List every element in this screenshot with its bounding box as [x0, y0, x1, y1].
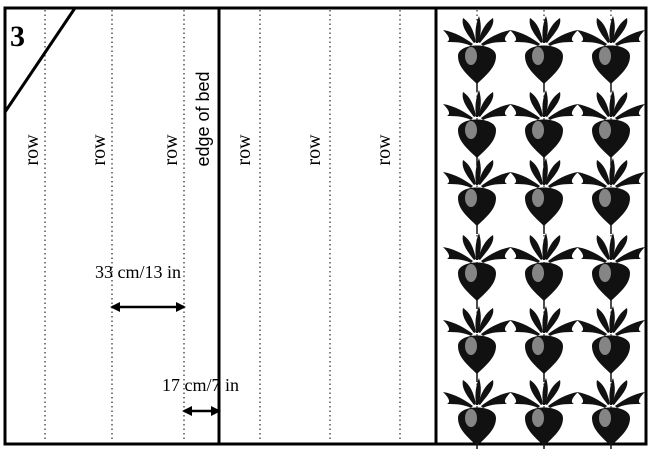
beet-icon — [510, 158, 578, 234]
beet-icon — [443, 90, 511, 166]
beet-icon — [443, 158, 511, 234]
beet-icon — [443, 16, 511, 92]
row-label: row — [88, 134, 110, 166]
row-labels: row row row row row row — [21, 134, 395, 166]
beet-icon — [577, 378, 645, 449]
row-guides — [44, 10, 401, 442]
beet-icon — [577, 306, 645, 382]
bed-edge-label: edge of bed — [193, 71, 213, 166]
beet-icon — [510, 378, 578, 449]
beet-icon — [510, 90, 578, 166]
beet-icon — [443, 378, 511, 449]
beet-grid — [443, 10, 645, 449]
plan-number: 3 — [10, 20, 25, 53]
row-label: row — [160, 134, 182, 166]
row-spacing-label: 33 cm/13 in — [95, 262, 181, 282]
row-label: row — [233, 134, 255, 166]
row-label: row — [303, 134, 325, 166]
row-label: row — [21, 134, 43, 166]
beet-icon — [577, 16, 645, 92]
row-label: row — [373, 134, 395, 166]
beet-icon — [510, 233, 578, 309]
beet-icon — [443, 233, 511, 309]
edge-spacing-label: 17 cm/7 in — [162, 375, 239, 395]
beet-icon — [510, 16, 578, 92]
beet-icon — [510, 306, 578, 382]
beet-icon — [577, 158, 645, 234]
beet-icon — [443, 306, 511, 382]
beet-icon — [577, 90, 645, 166]
corner-diagonal — [3, 7, 77, 113]
beet-icon — [577, 233, 645, 309]
